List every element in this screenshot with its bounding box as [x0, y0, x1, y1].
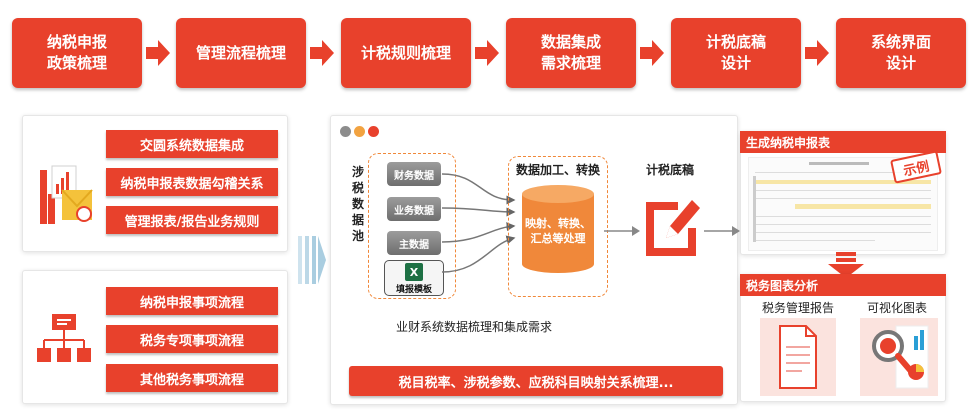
template-label: 填报模板 [395, 285, 432, 295]
window-dot [354, 126, 365, 137]
org-chart-icon [37, 314, 91, 362]
magnifier-chart-icon [872, 325, 929, 389]
pool-item-business: 业务数据 [387, 197, 441, 221]
data-pool-box [368, 153, 456, 299]
process-box [508, 156, 608, 297]
tax-report-label: 税务管理报告 [761, 301, 834, 315]
connector-chevron-icon [298, 236, 326, 284]
flow-arrows [441, 173, 516, 273]
step-arrow-icon [475, 40, 499, 66]
pool-item-finance: 财务数据 [387, 162, 441, 186]
arrow-right-icon [604, 226, 640, 236]
arrow-right-icon [704, 226, 740, 236]
step-arrow-icon [310, 40, 334, 66]
pool-item-master: 主数据 [387, 231, 441, 255]
arrow-down-icon [828, 252, 864, 278]
tag-report-rules: 管理报表/报告业务规则 [106, 206, 278, 234]
step-data-integration: 数据集成 需求梳理 [506, 18, 636, 88]
step-ui-design: 系统界面 设计 [836, 18, 966, 88]
tag-reconciliation: 纳税申报表数据勾稽关系 [106, 168, 278, 196]
step-arrow-icon [805, 40, 829, 66]
tag-special-flow: 税务专项事项流程 [106, 325, 278, 353]
excel-icon: X [405, 263, 423, 281]
window-dot [368, 126, 379, 137]
step-arrow-icon [640, 40, 664, 66]
tag-declaration-flow: 纳税申报事项流程 [106, 287, 278, 315]
step-management-process: 管理流程梳理 [176, 18, 306, 88]
analysis-header: 税务图表分析 [740, 274, 946, 296]
visual-chart-label: 可视化图表 [866, 301, 927, 315]
step-arrow-icon [146, 40, 170, 66]
report-mail-icon [40, 165, 93, 224]
tag-system-integration: 交圆系统数据集成 [106, 130, 278, 158]
step-tax-policy: 纳税申报 政策梳理 [12, 18, 142, 88]
mapping-banner: 税目税率、涉税参数、应税科目映射关系梳理... [349, 366, 723, 396]
process-cylinder-icon [522, 185, 594, 273]
window-dot [340, 126, 351, 137]
process-title: 数据加工、转换 [515, 163, 600, 177]
tag-other-flow: 其他税务事项流程 [106, 364, 278, 392]
document-icon [779, 325, 817, 389]
draft-title: 计税底稿 [645, 163, 694, 177]
edit-document-icon [646, 200, 700, 256]
step-tax-rules: 计税规则梳理 [341, 18, 471, 88]
report-header: 生成纳税申报表 [740, 131, 946, 153]
data-pool-title: 涉税数据池 [352, 165, 365, 243]
template-card: X 填报模板 [384, 260, 444, 296]
flow-caption: 业财系统数据梳理和集成需求 [395, 320, 552, 334]
step-tax-draft-design: 计税底稿 设计 [671, 18, 801, 88]
process-body: 映射、转换、 汇总等处理 [525, 217, 591, 245]
